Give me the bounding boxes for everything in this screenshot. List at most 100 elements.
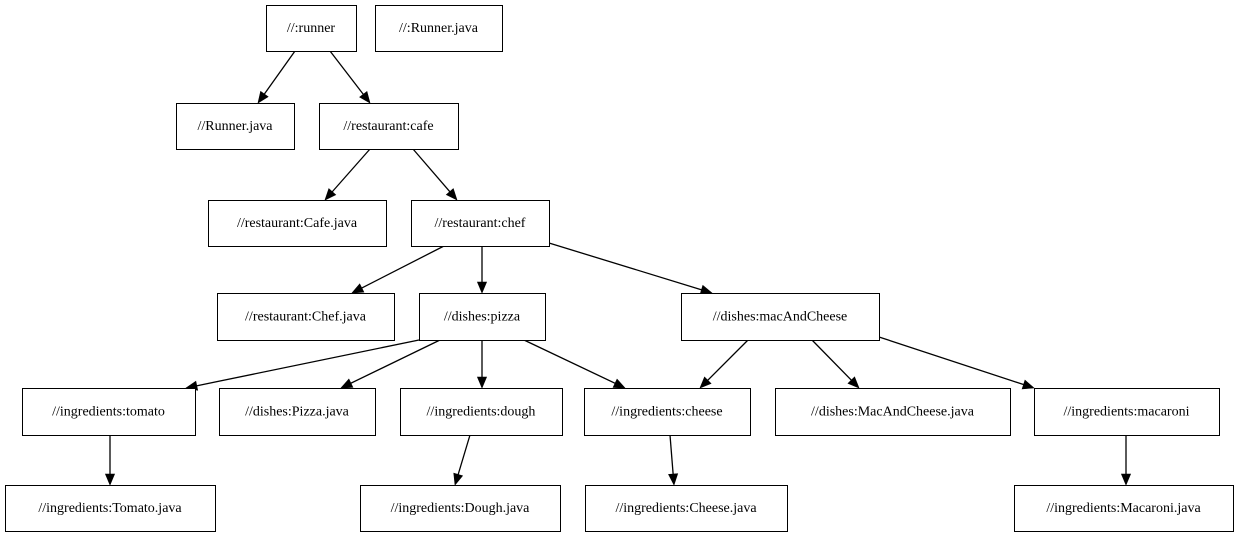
node-box[interactable] xyxy=(1033,387,1221,437)
graph-edge xyxy=(340,339,441,389)
node-label: //ingredients:Dough.java xyxy=(391,501,531,516)
node-label: //:runner xyxy=(287,21,336,36)
arrowhead-icon xyxy=(847,376,860,389)
node-box[interactable] xyxy=(1013,484,1235,533)
node-box[interactable] xyxy=(218,387,377,437)
edge-line xyxy=(412,148,452,194)
nodes-layer: //:runner //:Runner.java //Runner.java //re… xyxy=(4,4,1235,533)
graph-edge xyxy=(476,246,488,294)
edge-line xyxy=(330,148,371,194)
edge-line xyxy=(811,339,853,382)
edge-line xyxy=(878,336,1026,386)
graph-edge xyxy=(548,242,713,295)
graph-edge xyxy=(699,339,749,389)
node-label: //restaurant:cafe xyxy=(343,119,433,134)
edge-line xyxy=(706,339,749,382)
graph-edge xyxy=(878,336,1035,390)
arrowhead-icon xyxy=(340,378,354,389)
node-box[interactable] xyxy=(21,387,197,437)
arrowhead-icon xyxy=(351,283,365,294)
edge-line xyxy=(523,339,617,385)
node-label: //ingredients:tomato xyxy=(52,405,165,420)
graph-node[interactable]: //ingredients:Macaroni.java xyxy=(1013,484,1235,533)
graph-edge xyxy=(1120,435,1132,486)
node-label: //dishes:MacAndCheese.java xyxy=(811,405,975,420)
graph-edge xyxy=(668,434,679,486)
arrowhead-icon xyxy=(668,473,679,486)
graph-node[interactable]: //ingredients:macaroni xyxy=(1033,387,1221,437)
graph-node[interactable]: //dishes:MacAndCheese.java xyxy=(774,387,1012,437)
node-label: //dishes:Pizza.java xyxy=(245,405,350,420)
node-box[interactable] xyxy=(175,102,296,151)
graph-node[interactable]: //dishes:Pizza.java xyxy=(218,387,377,437)
node-label: //dishes:macAndCheese xyxy=(713,310,848,325)
arrowhead-icon xyxy=(1021,379,1035,390)
node-box[interactable] xyxy=(207,199,388,248)
graph-edge xyxy=(476,340,488,389)
edge-line xyxy=(457,434,471,477)
graph-node[interactable]: //dishes:pizza xyxy=(418,292,547,342)
graph-node[interactable]: //ingredients:Dough.java xyxy=(359,484,562,533)
node-label: //restaurant:Chef.java xyxy=(245,310,367,325)
arrowhead-icon xyxy=(476,281,488,294)
graph-node[interactable]: //:runner xyxy=(265,4,358,53)
node-label: //restaurant:chef xyxy=(435,216,526,231)
node-box[interactable] xyxy=(265,4,358,53)
graph-node[interactable]: //dishes:macAndCheese xyxy=(680,292,881,342)
node-box[interactable] xyxy=(583,387,752,437)
graph-node[interactable]: //ingredients:Cheese.java xyxy=(584,484,789,533)
graph-edge xyxy=(257,50,296,104)
node-label: //ingredients:cheese xyxy=(611,405,722,420)
node-box[interactable] xyxy=(410,199,551,248)
graph-node[interactable]: //ingredients:dough xyxy=(399,387,564,437)
node-label: //ingredients:dough xyxy=(427,405,536,420)
graph-node[interactable]: //:Runner.java xyxy=(374,4,504,53)
edge-line xyxy=(262,50,296,96)
arrowhead-icon xyxy=(445,188,458,201)
arrowhead-icon xyxy=(324,188,337,201)
edge-line xyxy=(329,50,365,96)
node-box[interactable] xyxy=(216,292,396,342)
arrowhead-icon xyxy=(359,90,371,104)
node-box[interactable] xyxy=(359,484,562,533)
graph-edge xyxy=(412,148,458,201)
graph-edge xyxy=(523,339,626,389)
node-box[interactable] xyxy=(4,484,217,533)
node-label: //Runner.java xyxy=(197,119,273,134)
edge-line xyxy=(195,339,420,387)
graph-node[interactable]: //ingredients:cheese xyxy=(583,387,752,437)
arrowhead-icon xyxy=(104,473,116,486)
graph-edge xyxy=(104,435,116,486)
arrowhead-icon xyxy=(612,378,626,389)
graph-edge xyxy=(453,434,471,486)
node-label: //dishes:pizza xyxy=(444,310,521,325)
arrowhead-icon xyxy=(453,472,464,486)
node-label: //ingredients:macaroni xyxy=(1064,405,1190,420)
arrowhead-icon xyxy=(257,90,269,104)
graph-node[interactable]: //ingredients:Tomato.java xyxy=(4,484,217,533)
graph-node[interactable]: //ingredients:tomato xyxy=(21,387,197,437)
node-label: //restaurant:Cafe.java xyxy=(237,216,358,231)
graph-edge xyxy=(329,50,371,104)
node-box[interactable] xyxy=(318,102,460,151)
graph-node[interactable]: //restaurant:Cafe.java xyxy=(207,199,388,248)
edge-line xyxy=(669,434,674,476)
graph-edge xyxy=(324,148,371,201)
edge-line xyxy=(360,245,445,290)
node-box[interactable] xyxy=(774,387,1012,437)
graph-node[interactable]: //Runner.java xyxy=(175,102,296,151)
node-label: //:Runner.java xyxy=(399,21,479,36)
graph-edge xyxy=(185,339,420,391)
graph-node[interactable]: //restaurant:cafe xyxy=(318,102,460,151)
node-box[interactable] xyxy=(584,484,789,533)
node-box[interactable] xyxy=(399,387,564,437)
graph-edge xyxy=(351,245,445,294)
arrowhead-icon xyxy=(1120,473,1132,486)
edge-line xyxy=(349,339,441,385)
node-box[interactable] xyxy=(374,4,504,53)
node-box[interactable] xyxy=(680,292,881,342)
node-box[interactable] xyxy=(418,292,547,342)
graph-node[interactable]: //restaurant:chef xyxy=(410,199,551,248)
graph-node[interactable]: //restaurant:Chef.java xyxy=(216,292,396,342)
